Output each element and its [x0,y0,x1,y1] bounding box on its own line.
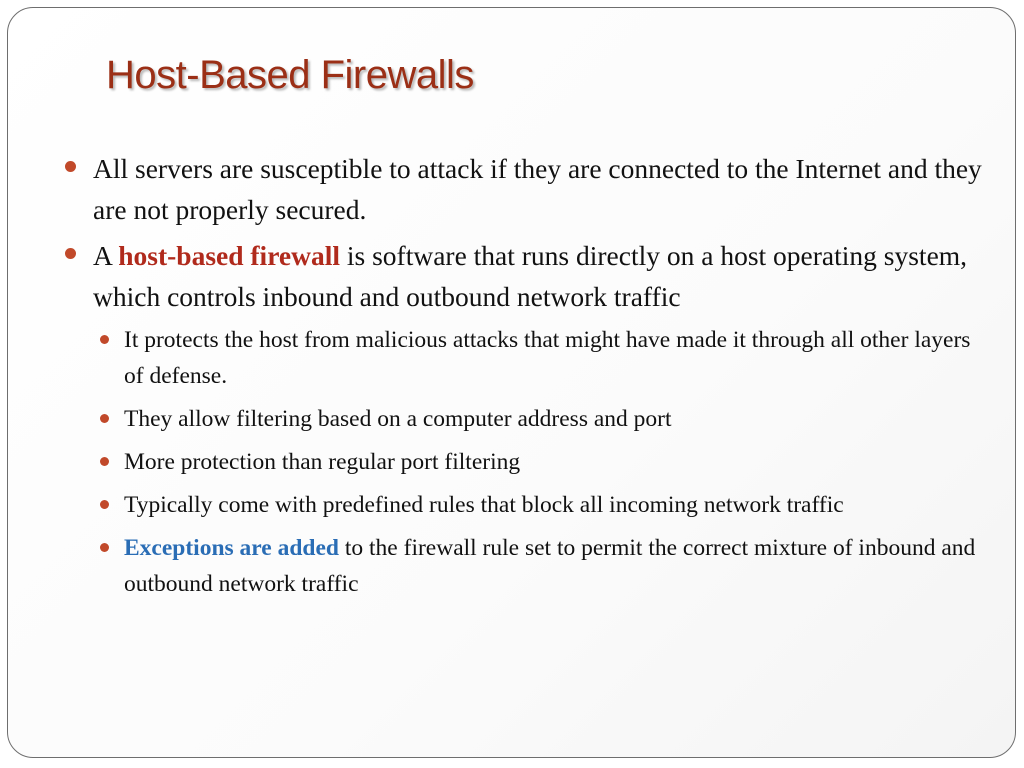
highlight-host-based-firewall: host-based firewall [118,240,341,271]
highlight-exceptions-are-added: Exceptions are added [124,535,339,561]
bullet-text-suffix: is software that runs directly on a host… [93,240,968,312]
sub-bullet-text-suffix: to the firewall rule set to permit the c… [124,535,976,597]
sub-bullet-dot-icon [100,500,109,509]
sub-bullet-item: Exceptions are added to the firewall rul… [62,530,992,602]
sub-bullet-text: Typically come with predefined rules tha… [124,492,844,518]
sub-bullet-text: More protection than regular port filter… [124,449,521,475]
bullet-dot-icon [65,161,76,172]
sub-bullet-dot-icon [100,543,109,552]
sub-bullet-text: It protects the host from malicious atta… [124,327,971,389]
slide-title: Host-Based Firewalls [106,53,474,97]
bullet-item: A host-based firewall is software that r… [62,235,992,317]
sub-bullet-text: They allow filtering based on a computer… [124,406,672,432]
sub-bullet-item: More protection than regular port filter… [62,444,992,480]
bullet-text: All servers are susceptible to attack if… [93,153,982,225]
sub-bullet-item: Typically come with predefined rules tha… [62,487,992,523]
slide-frame: Host-Based Firewalls All servers are sus… [7,7,1016,758]
sub-bullet-dot-icon [100,457,109,466]
sub-bullet-dot-icon [100,335,109,344]
sub-bullet-item: It protects the host from malicious atta… [62,322,992,394]
bullet-item: All servers are susceptible to attack if… [62,148,992,230]
sub-bullet-dot-icon [100,414,109,423]
bullet-dot-icon [65,248,76,259]
slide-body: All servers are susceptible to attack if… [62,148,992,609]
sub-bullet-item: They allow filtering based on a computer… [62,401,992,437]
bullet-text-prefix: A [93,240,119,271]
